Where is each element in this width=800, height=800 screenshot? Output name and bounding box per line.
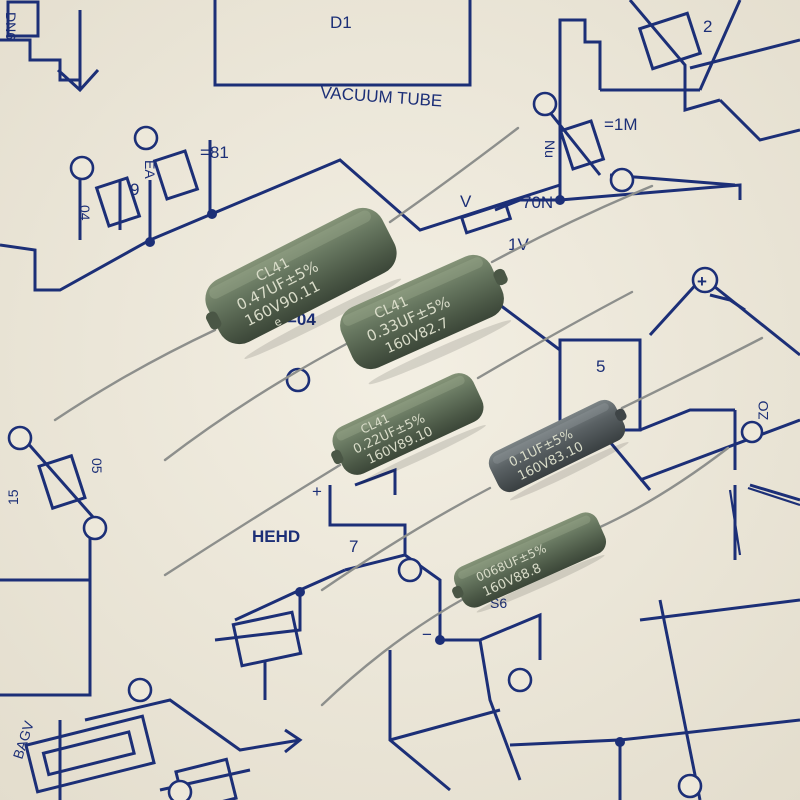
capacitor-0068uf: 0068UF±5% 160V88.8 (320, 446, 730, 707)
capacitor-047uf: CL41 0.47UF±5% 160V90.11 e (53, 126, 520, 422)
label-nu: Nu (542, 140, 558, 158)
label-plus: + (312, 482, 322, 501)
label-1v: 1V (508, 235, 529, 254)
label-d1: D1 (330, 13, 352, 32)
capacitor-033uf: CL41 0.33UF±5% 160V82.7 (163, 184, 654, 462)
label-eq-1m: =1M (604, 115, 638, 134)
label-minus: − (422, 625, 432, 644)
label-box-5: 5 (596, 357, 605, 376)
label-rot-04: 04 (77, 205, 93, 221)
label-fifteen: 15 (5, 489, 21, 505)
label-box-7: 7 (349, 537, 358, 556)
label-box-2: 2 (703, 17, 712, 36)
label-ea: EA (142, 160, 158, 179)
label-70n: 70N (522, 193, 553, 212)
schematic-terminals (7, 91, 764, 800)
label-eq-81: =81 (200, 143, 229, 162)
label-dn: DN6 (3, 12, 19, 40)
label-zo: ZO (755, 400, 771, 420)
label-hehd: HEHD (252, 527, 300, 546)
label-v: V (460, 192, 472, 211)
label-o5: 05 (89, 458, 105, 474)
label-plus-circle: + (697, 272, 707, 291)
label-nine: 9 (130, 180, 139, 199)
